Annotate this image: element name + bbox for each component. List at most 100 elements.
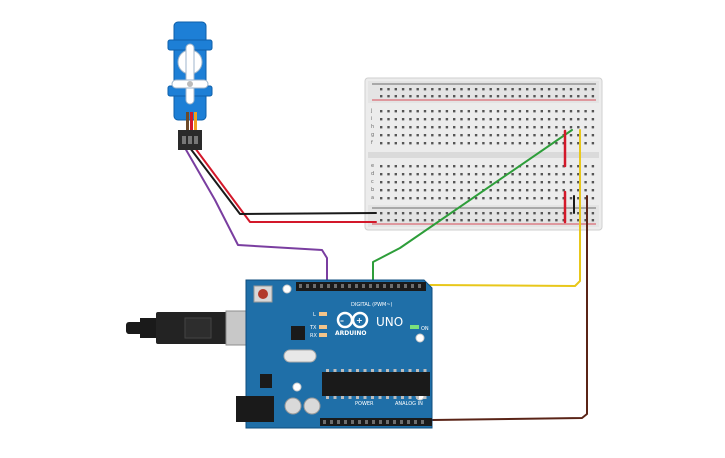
terminal-hole[interactable] (438, 197, 441, 200)
terminal-hole[interactable] (504, 165, 507, 168)
rail-hole[interactable] (423, 95, 427, 98)
terminal-hole[interactable] (577, 142, 580, 145)
rail-hole[interactable] (401, 88, 405, 91)
rail-hole[interactable] (467, 95, 470, 98)
rail-hole[interactable] (591, 88, 595, 91)
rail-hole[interactable] (482, 219, 485, 222)
terminal-hole[interactable] (438, 165, 441, 168)
reset-button[interactable] (258, 289, 268, 299)
terminal-hole[interactable] (401, 189, 405, 192)
terminal-hole[interactable] (482, 181, 485, 184)
terminal-hole[interactable] (387, 165, 390, 168)
rail-hole[interactable] (401, 219, 405, 222)
rail-hole[interactable] (387, 219, 390, 222)
header-pin[interactable] (404, 284, 407, 288)
rail-hole[interactable] (489, 219, 492, 222)
terminal-hole[interactable] (489, 197, 492, 200)
terminal-hole[interactable] (496, 181, 500, 184)
terminal-hole[interactable] (547, 197, 551, 200)
terminal-hole[interactable] (482, 126, 485, 129)
terminal-hole[interactable] (518, 189, 522, 192)
terminal-hole[interactable] (555, 134, 558, 137)
terminal-hole[interactable] (453, 142, 456, 145)
terminal-hole[interactable] (569, 118, 573, 121)
rail-hole[interactable] (518, 219, 522, 222)
terminal-hole[interactable] (445, 126, 449, 129)
terminal-hole[interactable] (555, 189, 558, 192)
header-pin[interactable] (386, 420, 389, 424)
terminal-hole[interactable] (445, 189, 449, 192)
rail-hole[interactable] (591, 212, 595, 215)
terminal-hole[interactable] (453, 173, 456, 176)
terminal-hole[interactable] (526, 173, 529, 176)
rail-hole[interactable] (467, 212, 470, 215)
terminal-hole[interactable] (438, 173, 441, 176)
terminal-hole[interactable] (489, 126, 492, 129)
header-pin[interactable] (414, 420, 417, 424)
terminal-hole[interactable] (518, 197, 522, 200)
header-pin[interactable] (400, 420, 403, 424)
terminal-hole[interactable] (562, 110, 565, 113)
rail-hole[interactable] (431, 88, 434, 91)
terminal-hole[interactable] (401, 110, 405, 113)
terminal-hole[interactable] (547, 126, 551, 129)
terminal-hole[interactable] (540, 126, 543, 129)
header-pin[interactable] (334, 284, 337, 288)
terminal-hole[interactable] (438, 142, 441, 145)
terminal-hole[interactable] (504, 134, 507, 137)
terminal-hole[interactable] (401, 197, 405, 200)
terminal-hole[interactable] (460, 134, 463, 137)
header-pin[interactable] (376, 284, 379, 288)
terminal-hole[interactable] (423, 126, 427, 129)
terminal-hole[interactable] (431, 126, 434, 129)
terminal-hole[interactable] (467, 189, 470, 192)
terminal-hole[interactable] (460, 181, 463, 184)
terminal-hole[interactable] (533, 181, 536, 184)
rail-hole[interactable] (504, 212, 507, 215)
terminal-hole[interactable] (496, 165, 500, 168)
terminal-hole[interactable] (526, 189, 529, 192)
terminal-hole[interactable] (467, 197, 470, 200)
terminal-hole[interactable] (569, 173, 573, 176)
terminal-hole[interactable] (467, 142, 470, 145)
rail-hole[interactable] (409, 95, 412, 98)
terminal-hole[interactable] (562, 142, 565, 145)
terminal-hole[interactable] (438, 118, 441, 121)
rail-hole[interactable] (569, 88, 573, 91)
terminal-hole[interactable] (467, 110, 470, 113)
terminal-hole[interactable] (562, 197, 565, 200)
header-pin[interactable] (358, 420, 361, 424)
terminal-hole[interactable] (526, 134, 529, 137)
header-pin[interactable] (418, 284, 421, 288)
rail-hole[interactable] (569, 212, 573, 215)
terminal-hole[interactable] (380, 189, 383, 192)
terminal-hole[interactable] (453, 165, 456, 168)
rail-hole[interactable] (445, 219, 449, 222)
terminal-hole[interactable] (387, 118, 390, 121)
terminal-hole[interactable] (533, 165, 536, 168)
terminal-hole[interactable] (496, 173, 500, 176)
terminal-hole[interactable] (380, 134, 383, 137)
rail-hole[interactable] (504, 219, 507, 222)
terminal-hole[interactable] (584, 189, 587, 192)
rail-hole[interactable] (540, 95, 543, 98)
terminal-hole[interactable] (533, 197, 536, 200)
rail-hole[interactable] (453, 95, 456, 98)
header-pin[interactable] (341, 284, 344, 288)
rail-hole[interactable] (526, 95, 529, 98)
rail-hole[interactable] (431, 219, 434, 222)
terminal-hole[interactable] (401, 118, 405, 121)
terminal-hole[interactable] (445, 181, 449, 184)
terminal-hole[interactable] (584, 142, 587, 145)
rail-hole[interactable] (547, 88, 551, 91)
terminal-hole[interactable] (438, 134, 441, 137)
terminal-hole[interactable] (401, 142, 405, 145)
header-pin[interactable] (397, 284, 400, 288)
rail-hole[interactable] (423, 212, 427, 215)
rail-hole[interactable] (555, 95, 558, 98)
terminal-hole[interactable] (445, 165, 449, 168)
terminal-hole[interactable] (540, 173, 543, 176)
terminal-hole[interactable] (474, 118, 478, 121)
rail-hole[interactable] (540, 88, 543, 91)
terminal-hole[interactable] (431, 134, 434, 137)
